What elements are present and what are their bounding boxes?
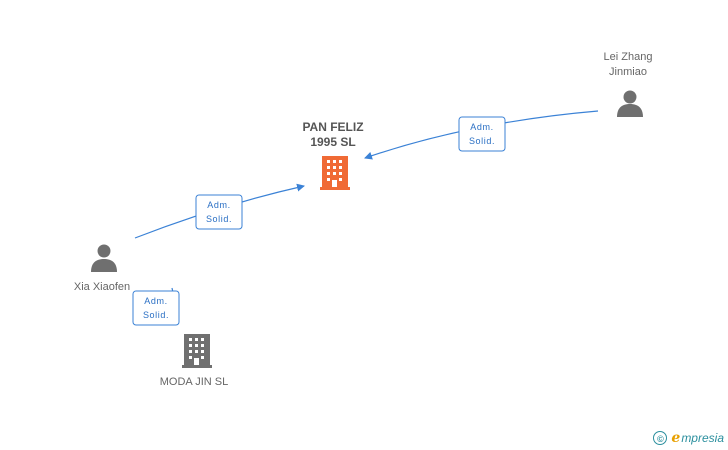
company-name-line2: 1995 SL: [310, 135, 355, 149]
building-icon: [320, 156, 350, 190]
edge-label-line2: Solid.: [143, 310, 169, 320]
person-node-xia-xiaofen[interactable]: Xia Xiaofen: [74, 244, 130, 294]
edge-label-line1: Adm.: [207, 200, 230, 210]
person-node-lei-zhang[interactable]: Lei Zhang Jinmiao: [604, 51, 653, 117]
logo-letter: e: [671, 430, 681, 446]
building-icon: [182, 334, 212, 368]
person-name-line1: Lei Zhang: [604, 51, 653, 63]
person-icon: [617, 90, 643, 117]
person-name: Xia Xiaofen: [74, 281, 130, 293]
company-node-pan-feliz[interactable]: PAN FELIZ 1995 SL: [302, 120, 364, 190]
edge-label-line2: Solid.: [206, 214, 232, 224]
edge-label-lei-panfeliz[interactable]: Adm. Solid.: [458, 116, 506, 152]
empresia-logo[interactable]: © e mpresia: [653, 430, 724, 446]
company-node-moda-jin[interactable]: MODA JIN SL: [160, 334, 228, 388]
edge-label-line1: Adm.: [144, 296, 167, 306]
person-icon: [91, 244, 117, 272]
company-name: MODA JIN SL: [160, 376, 228, 388]
edge-label-xia-moda[interactable]: Adm. Solid.: [132, 290, 180, 326]
edge-label-line2: Solid.: [469, 136, 495, 146]
logo-text: mpresia: [681, 431, 724, 445]
company-name-line1: PAN FELIZ: [302, 120, 363, 134]
person-name-line2: Jinmiao: [609, 66, 647, 78]
edge-label-line1: Adm.: [470, 122, 493, 132]
copyright-icon: ©: [653, 431, 668, 445]
edge-label-xia-panfeliz[interactable]: Adm. Solid.: [195, 194, 243, 230]
